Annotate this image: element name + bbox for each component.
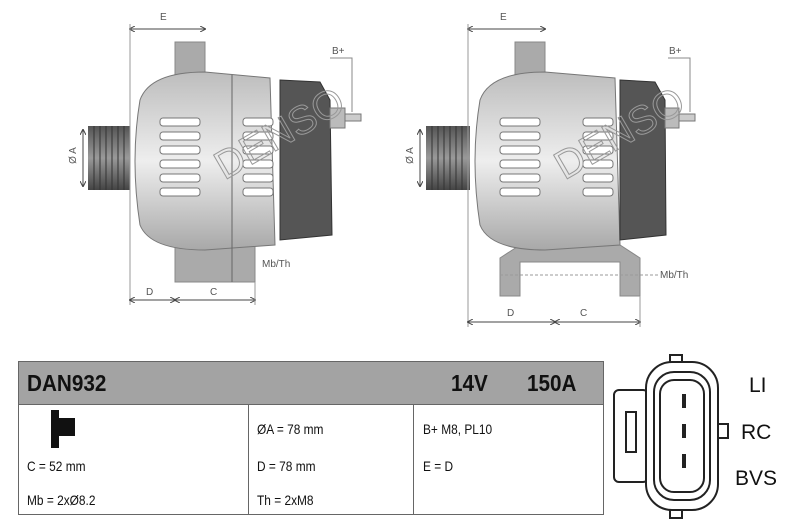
voltage: 14V: [451, 370, 488, 396]
pin-rc: RC: [741, 421, 772, 444]
dim-diameter-label: Ø A: [67, 147, 79, 164]
spec-d: D = 78 mm: [257, 458, 316, 474]
alternator-rear-mount-view: DENSO: [420, 24, 696, 327]
spec-col-2: ØA = 78 mm D = 78 mm Th = 2xM8: [248, 404, 414, 514]
connector-diagram: [613, 354, 729, 519]
pin-bvs: BVS: [735, 467, 778, 490]
mount-type-icon: [51, 410, 75, 448]
dim-e-label-2: E: [500, 12, 507, 23]
spec-b-plus: B+ M8, PL10: [423, 421, 493, 437]
spec-th: Th = 2xM8: [257, 492, 314, 508]
dim-c-label: C: [210, 287, 218, 298]
dim-e-label: E: [160, 12, 167, 23]
dim-d-label-2: D: [507, 308, 515, 319]
spec-a: ØA = 78 mm: [257, 421, 324, 437]
spec-e: E = D: [423, 458, 454, 474]
dim-diameter-label-2: Ø A: [404, 147, 416, 164]
spec-col-3: B+ M8, PL10 E = D: [414, 404, 603, 514]
b-plus-label: B+: [332, 46, 345, 57]
mb-th-label: Mb/Th: [262, 259, 291, 270]
b-plus-label-2: B+: [669, 46, 682, 57]
spec-c: C = 52 mm: [27, 458, 86, 474]
mb-th-label-2: Mb/Th: [660, 270, 689, 281]
spec-mb: Mb = 2xØ8.2: [27, 492, 96, 508]
spec-col-1: C = 52 mm Mb = 2xØ8.2: [19, 404, 249, 514]
model-number: DAN932: [27, 370, 107, 396]
pin-li: LI: [749, 374, 767, 397]
dim-c-label-2: C: [580, 308, 588, 319]
spec-table: DAN932 14V 150A C = 52 mm Mb = 2xØ8.2 ØA…: [18, 361, 604, 515]
current: 150A: [527, 370, 577, 396]
alternator-front-view: DENSO: [83, 24, 362, 305]
dim-d-label: D: [146, 287, 154, 298]
spec-header: DAN932 14V 150A: [19, 362, 603, 405]
